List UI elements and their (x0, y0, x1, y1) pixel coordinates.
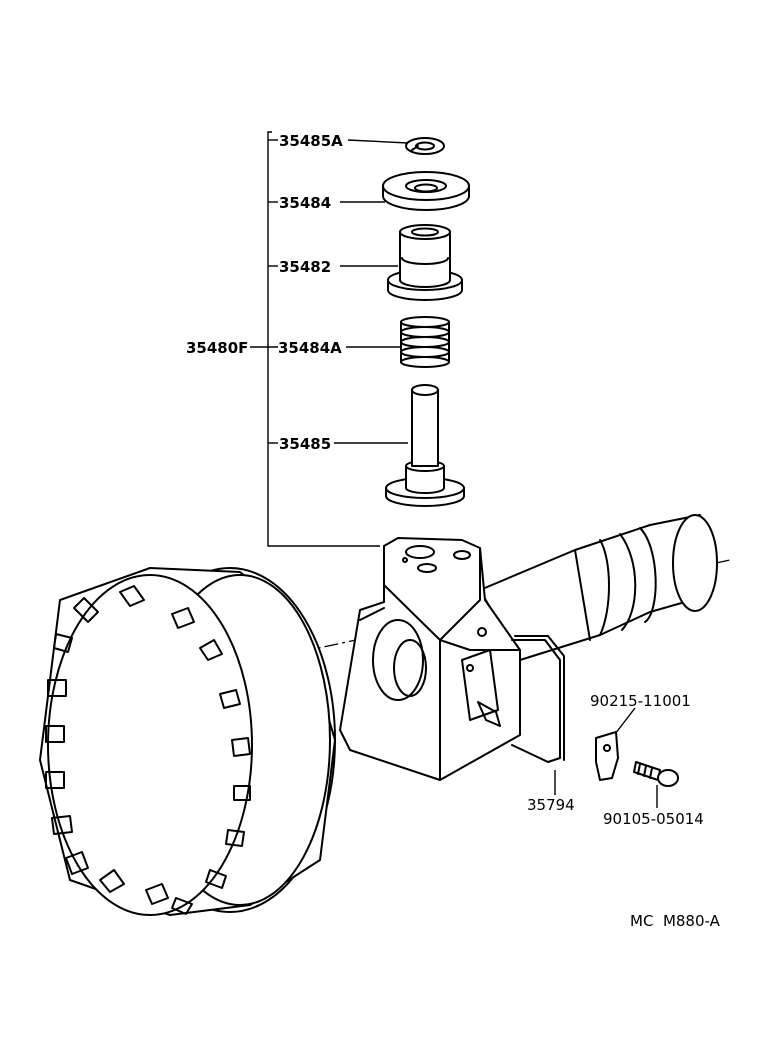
label-assembly: 35480F (186, 339, 248, 357)
valve-body (339, 537, 521, 781)
spring-part (400, 316, 450, 368)
label-35485: 35485 (279, 435, 331, 453)
retainer-washer-part (382, 171, 470, 211)
label-35484A: 35484A (278, 339, 342, 357)
output-shaft (479, 514, 718, 661)
piston-part (387, 224, 463, 301)
label-35794: 35794 (527, 796, 575, 814)
label-35484: 35484 (279, 194, 331, 212)
label-90105-05014: 90105-05014 (603, 810, 704, 828)
label-35482: 35482 (279, 258, 331, 276)
valve-stem-part (385, 384, 465, 507)
label-90215-11001: 90215-11001 (590, 692, 691, 710)
snap-ring-part (405, 137, 445, 155)
clutch-drum (39, 567, 336, 916)
plate-part (595, 731, 619, 781)
assembly-bracket (250, 131, 380, 547)
wire-clip-part (511, 635, 565, 763)
figure-code: MC M880-A (630, 912, 721, 930)
bolt-part (633, 761, 679, 787)
label-35485A: 35485A (279, 132, 343, 150)
part-labels: 35485A 35484 35482 35484A 35485 35480F 3… (186, 132, 721, 930)
